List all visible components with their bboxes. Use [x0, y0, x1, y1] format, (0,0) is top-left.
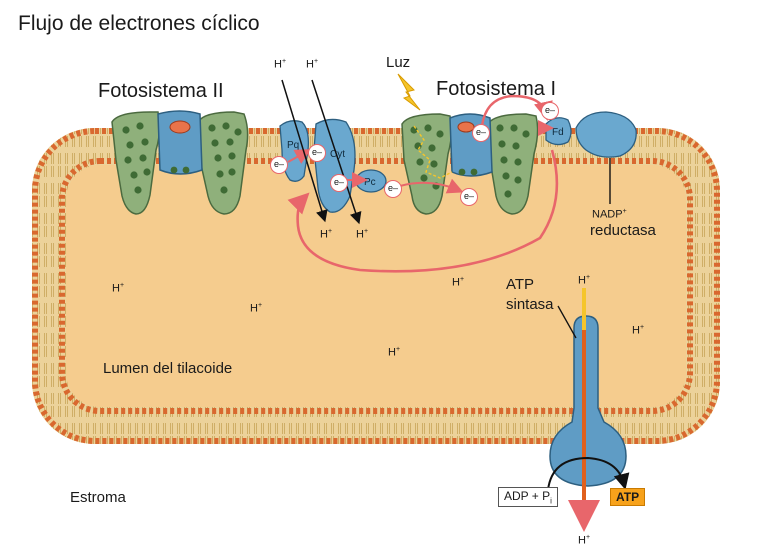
- proton-label: H+: [274, 58, 287, 71]
- electron-flow-arrows: [287, 94, 559, 273]
- electron-badge: e–: [541, 100, 559, 120]
- nadp-reductase-label-1: NADP+: [592, 208, 627, 221]
- proton-label: H+: [306, 58, 319, 71]
- electron-badge: e–: [472, 122, 490, 142]
- photosystem-2-complex: [111, 110, 249, 215]
- thylakoid-membrane: [32, 128, 720, 444]
- proton-label: H+: [250, 302, 263, 315]
- stroma-label: Estroma: [70, 489, 126, 506]
- electron-badge: e–: [460, 186, 478, 206]
- atp-label: ATP: [610, 488, 646, 506]
- page-title: Flujo de electrones cíclico: [18, 12, 260, 35]
- atp-synthase-label-1: ATP: [506, 276, 535, 293]
- electron-badge: e–: [330, 172, 348, 192]
- proton-arrows: [281, 79, 362, 225]
- proton-label: H+: [112, 282, 125, 295]
- atp-synthase-label-2: sintasa: [506, 296, 554, 313]
- proton-label: H+: [356, 228, 369, 241]
- fd-label: Fd: [552, 127, 564, 138]
- ferredoxin: Fd: [545, 117, 572, 146]
- pc-label: Pc: [364, 177, 376, 188]
- photosystem-1-label: Fotosistema I: [436, 78, 557, 100]
- adp-label: ADP + Pi: [498, 487, 558, 508]
- cyt-label: Cyt: [330, 149, 345, 160]
- light-label: Luz: [386, 54, 411, 71]
- proton-label: H+: [320, 228, 333, 241]
- nadp-reductase-label-2: reductasa: [590, 222, 656, 239]
- proton-label: H+: [452, 276, 465, 289]
- proton-label: H+: [578, 274, 591, 287]
- light-bolt-icon: [397, 73, 421, 111]
- proton-label: H+: [388, 346, 401, 359]
- atp-synthase: [547, 288, 630, 532]
- proton-label: H+: [578, 534, 591, 547]
- electron-badge: e–: [308, 142, 326, 162]
- cytochrome-complex: Cyt: [313, 118, 356, 213]
- nadp-reductase: [575, 111, 637, 204]
- photosystem-2-label: Fotosistema II: [98, 80, 224, 102]
- electron-badge: e–: [384, 178, 402, 198]
- pq-label: Pq: [287, 140, 299, 151]
- electron-badge: e–: [270, 154, 288, 174]
- thylakoid-lumen: [66, 165, 686, 407]
- lumen-label: Lumen del tilacoide: [103, 360, 233, 377]
- photosystem-1-complex: [401, 113, 539, 215]
- proton-label: H+: [632, 324, 645, 337]
